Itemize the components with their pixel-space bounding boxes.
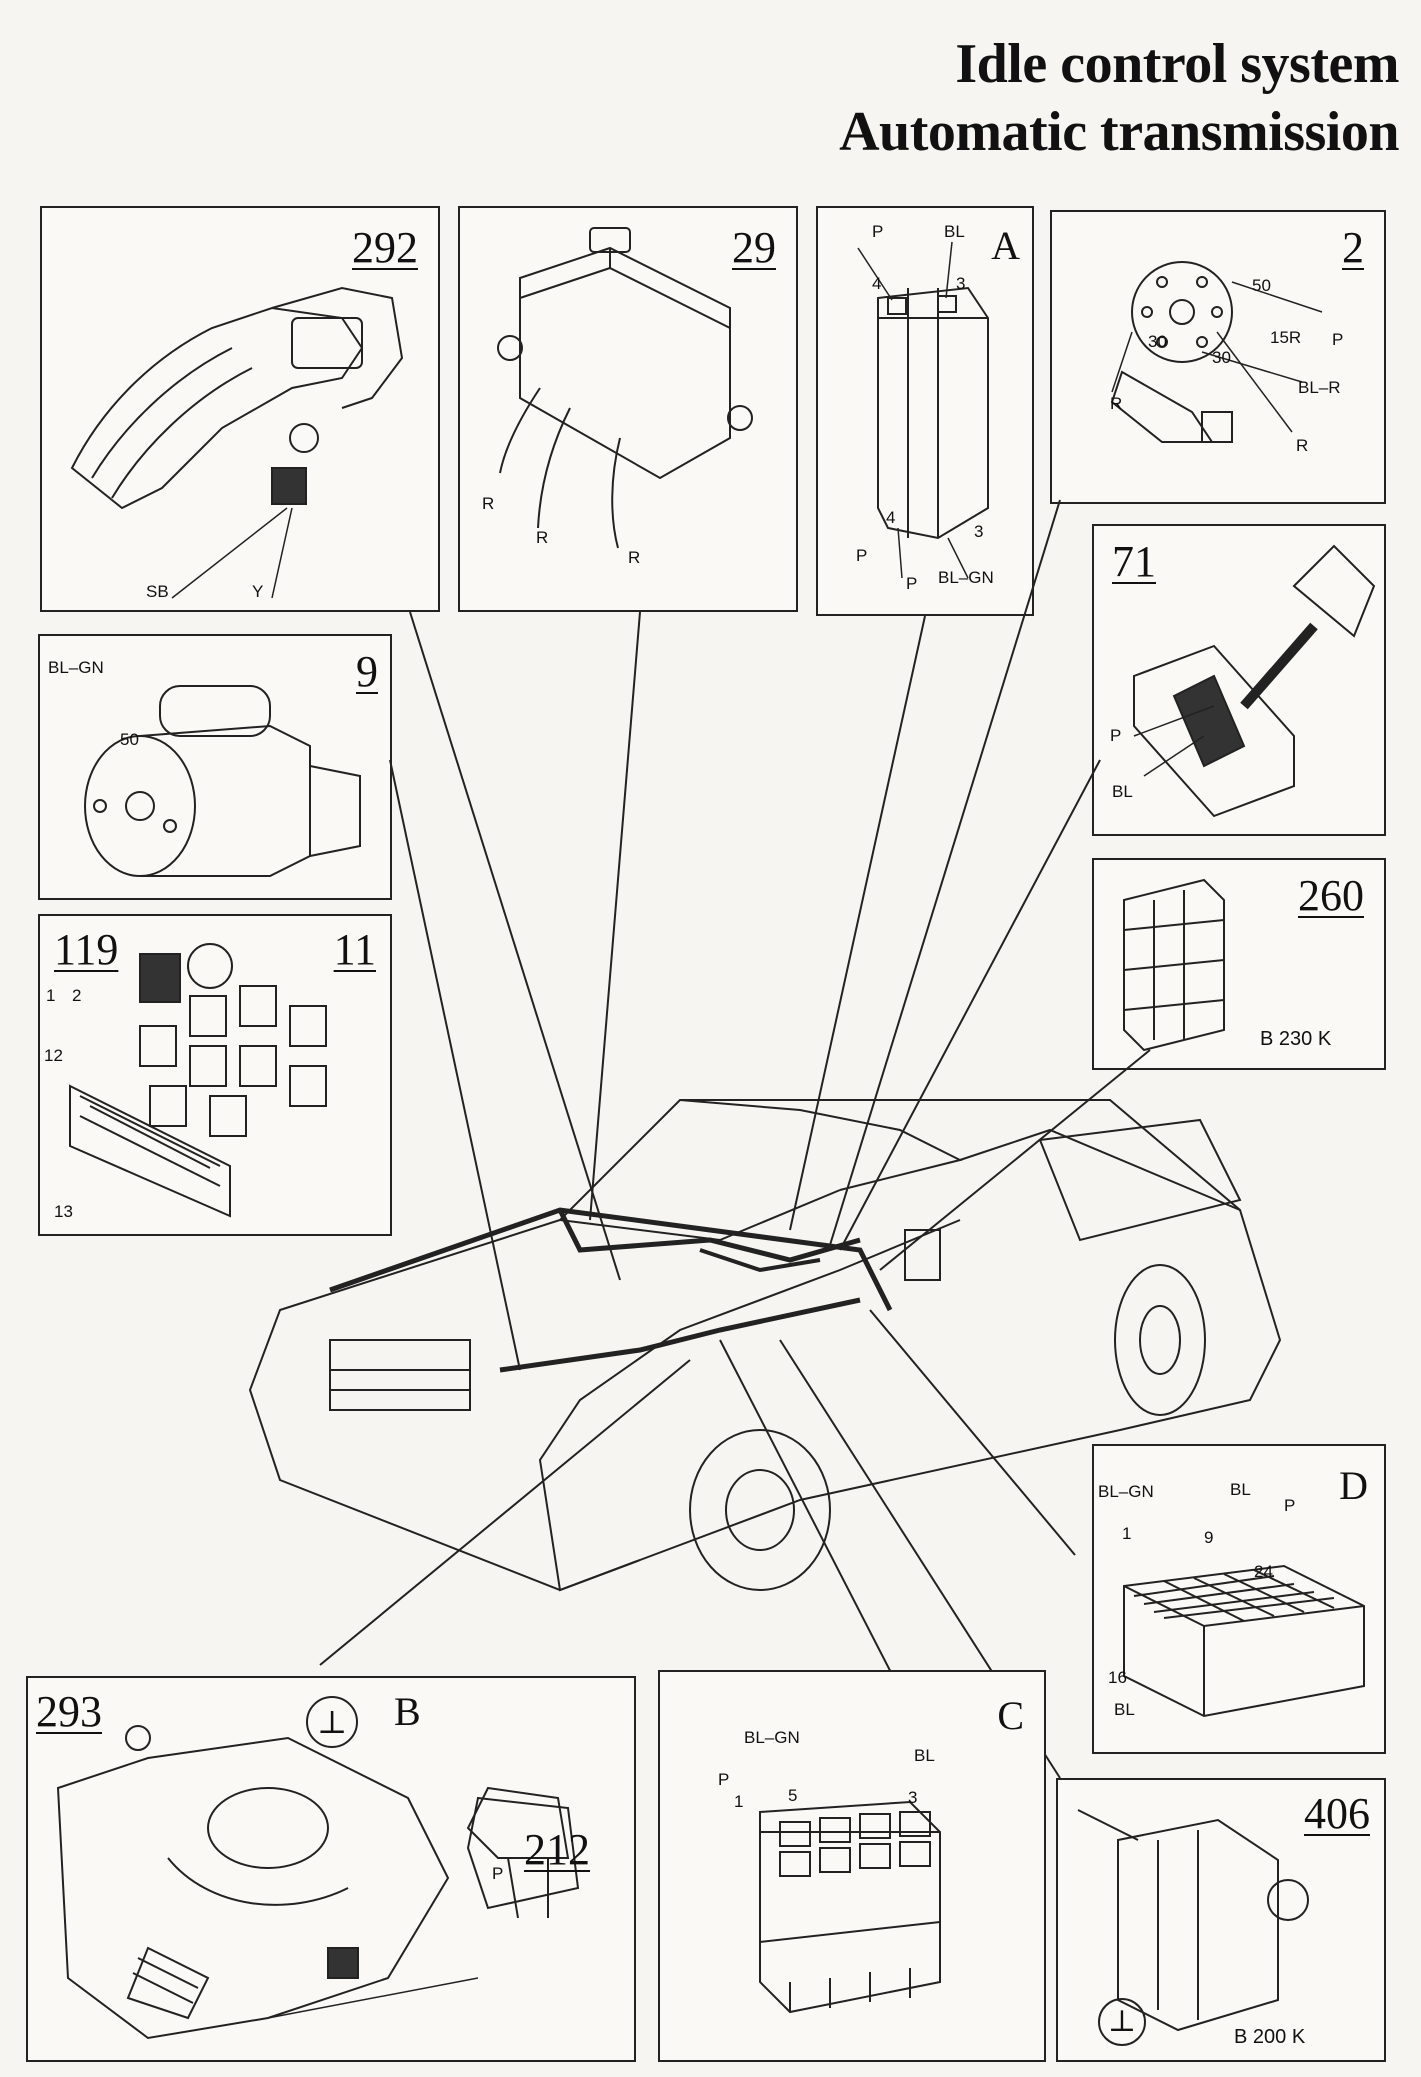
pin-label-5: 5 [788,1786,798,1805]
panel-b: B 293 212 P ⊥ [26,1676,636,2062]
terminal-label-50: 50 [1252,276,1271,295]
ground-symbol-icon: ⊥ [1098,1998,1146,2046]
panel-29: 29 R R R [458,206,798,612]
component-number-212: 212 [524,1825,590,1874]
panel-406: 406 B 200 K ⊥ [1056,1778,1386,2062]
panel-letter-d: D [1339,1463,1368,1508]
panel-number-11: 11 [333,925,376,974]
panel-number-119: 119 [54,925,119,974]
relay-fusebox-drawing [40,916,394,1238]
wire-label-sb: SB [146,582,169,601]
control-module-260-drawing [1094,860,1388,1072]
terminal-label-15r: 15R [1270,328,1302,347]
wire-label-bl-gn: BL–GN [48,658,104,677]
wire-label-p: P [1332,330,1344,349]
pin-label-9: 9 [1204,1528,1214,1547]
panel-number-260: 260 [1298,871,1364,920]
ignition-switch-drawing [1052,212,1388,506]
control-unit-406-drawing [1058,1780,1388,2064]
panel-292: 292 SB Y [40,206,440,612]
wire-label-bl-top: BL [1230,1480,1251,1499]
panel-letter-a: A [991,223,1020,268]
wire-label-bl-r: BL–R [1298,378,1341,397]
panel-number-2: 2 [1342,223,1364,272]
wire-label-bl-bottom: BL [1114,1700,1135,1719]
component-number-293: 293 [36,1687,102,1736]
wire-label-bl: BL [1112,782,1133,801]
wire-label-p: P [1110,726,1122,745]
page-title: Idle control system [955,33,1399,95]
panel-number-292: 292 [352,223,418,272]
engine-bay-drawing [28,1678,638,2064]
connector-a-drawing [818,208,1036,618]
pin-label-2: 2 [72,986,82,1005]
pin-label-12: 12 [44,1046,63,1065]
wire-label-r-3: R [628,548,641,567]
wire-label-bl-gn: BL–GN [938,568,994,587]
pin-label-3-top: 3 [956,274,966,293]
wire-label-bl-top: BL [944,222,965,241]
intake-manifold-drawing [42,208,442,614]
panel-letter-c: C [997,1693,1024,1738]
panel-number-406: 406 [1304,1789,1370,1838]
panel-119-11: 119 11 1 2 12 13 [38,914,392,1236]
pin-label-3: 3 [908,1788,918,1807]
terminal-label-30-right: 30 [1212,348,1231,367]
panel-number-9: 9 [356,647,378,696]
panel-9: 9 BL–GN 50 [38,634,392,900]
pin-label-4-bottom: 4 [886,508,896,527]
wire-label-p: P [1284,1496,1296,1515]
panel-2: 2 50 P 15R 30 30 BL–R R R [1050,210,1386,504]
engine-caption: B 230 K [1260,1028,1332,1050]
gear-selector-drawing [1094,526,1388,838]
wire-label-p: P [492,1864,504,1883]
wire-label-p: P [718,1770,730,1789]
wire-label-bl-gn: BL–GN [744,1728,800,1747]
wire-label-r-2: R [536,528,549,547]
pin-label-1: 1 [734,1792,744,1811]
panel-number-29: 29 [732,223,776,272]
terminal-label-50: 50 [120,730,139,749]
pin-label-4-top: 4 [872,274,882,293]
pin-label-1: 1 [46,986,56,1005]
wire-label-bl-gn: BL–GN [1098,1482,1154,1501]
pin-label-24: 24 [1254,1562,1273,1581]
wire-label-p-top: P [872,222,884,241]
panel-number-71: 71 [1112,537,1156,586]
page-subtitle: Automatic transmission [839,101,1399,163]
pin-label-13: 13 [54,1202,73,1221]
wire-label-r-right: R [1296,436,1309,455]
pin-label-16: 16 [1108,1668,1127,1687]
connector-d-drawing [1094,1446,1388,1756]
wire-label-p-bottom-1: P [856,546,868,565]
panel-c: C BL–GN BL P 1 5 3 [658,1670,1046,2062]
panel-letter-b: B [394,1689,421,1734]
panel-a: A P BL 4 3 4 P P 3 BL–GN [816,206,1034,616]
terminal-label-30-left: 30 [1148,332,1167,351]
panel-71: 71 P BL [1092,524,1386,836]
engine-caption: B 200 K [1234,2026,1306,2048]
connector-c-drawing [660,1672,1048,2064]
wire-label-bl: BL [914,1746,935,1765]
wire-label-y: Y [252,582,264,601]
panel-d: D BL–GN BL P 1 9 24 16 BL [1092,1444,1386,1754]
pin-label-1: 1 [1122,1524,1132,1543]
control-unit-drawing [460,208,800,614]
pin-label-3-bottom: 3 [974,522,984,541]
ground-symbol-icon: ⊥ [306,1696,358,1748]
wire-label-r-left: R [1110,394,1123,413]
starter-motor-drawing [40,636,394,902]
wire-label-p-bottom-2: P [906,574,918,593]
panel-260: 260 B 230 K [1092,858,1386,1070]
wire-label-r-1: R [482,494,495,513]
